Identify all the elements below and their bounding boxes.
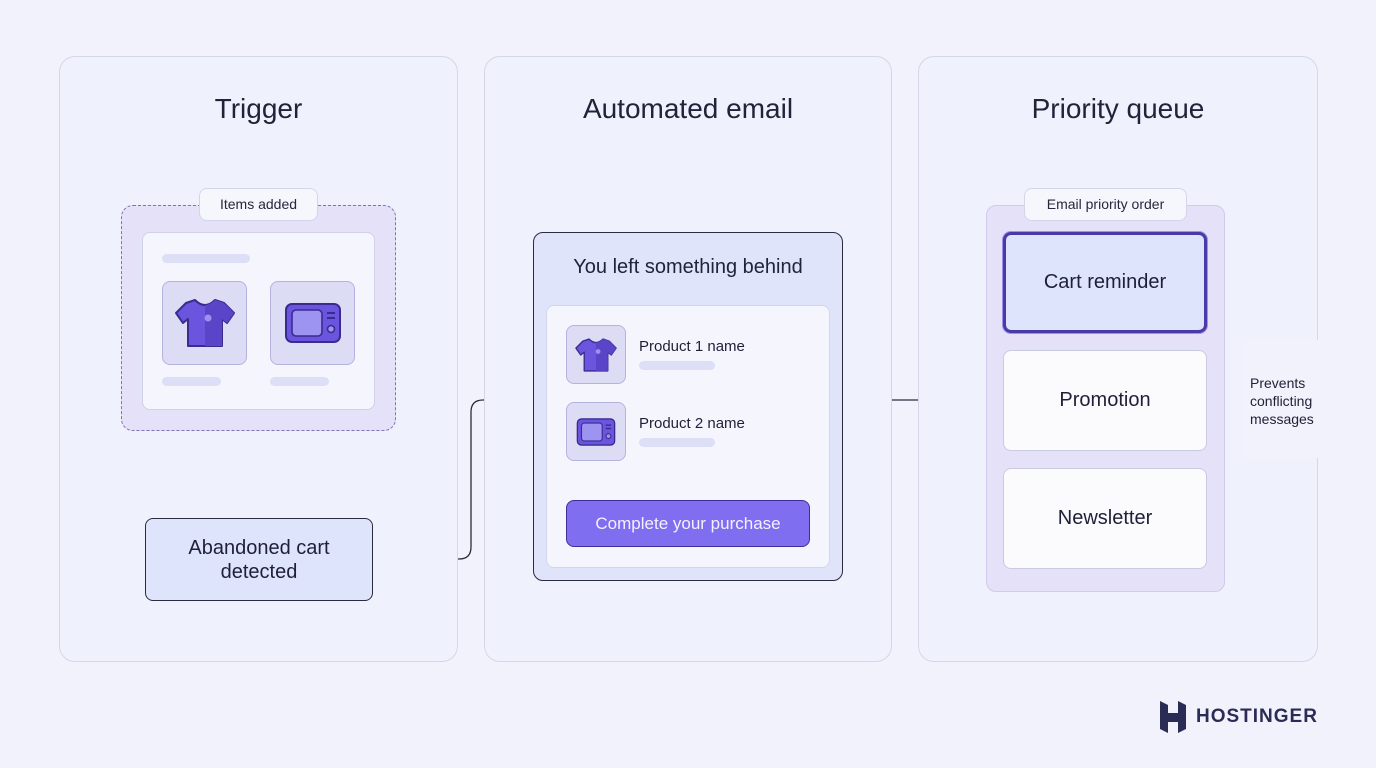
email-header: You left something behind	[573, 256, 803, 278]
tshirt-icon	[174, 299, 235, 347]
trigger-title: Trigger	[214, 93, 303, 124]
email-product1-name: Product 1 name	[639, 338, 745, 355]
queue-title: Priority queue	[1031, 93, 1205, 124]
tshirt-icon	[575, 337, 617, 372]
email-product1-thumb	[566, 325, 626, 384]
bracket-note-bg	[1244, 340, 1318, 458]
complete-purchase-button[interactable]: Complete your purchase	[566, 500, 810, 547]
microwave-icon	[284, 303, 341, 343]
email-product2-bar	[639, 438, 715, 447]
bracket-note: Prevents conflicting messages	[1250, 375, 1314, 427]
queue-item-cart-reminder: Cart reminder	[1003, 232, 1207, 333]
items-added-tag: Items added	[199, 188, 318, 221]
brand-logo: HOSTINGER	[1158, 700, 1318, 734]
queue-item-label: Promotion	[1059, 389, 1151, 411]
cart-item2-bar	[270, 377, 329, 386]
arrow-detected-to-email	[372, 394, 532, 560]
cart-item1-bar	[162, 377, 221, 386]
abandoned-cart-node: Abandoned cart detected	[145, 518, 373, 601]
cart-header-bar	[162, 254, 250, 263]
email-product2-name: Product 2 name	[639, 415, 745, 432]
brand-name: HOSTINGER	[1196, 706, 1318, 727]
queue-item-newsletter: Newsletter	[1003, 468, 1207, 569]
hostinger-logo-icon	[1160, 701, 1186, 733]
abandoned-cart-label: Abandoned cart detected	[188, 536, 330, 583]
email-product1-bar	[639, 361, 715, 370]
email-product2-thumb	[566, 402, 626, 461]
complete-purchase-label: Complete your purchase	[595, 513, 781, 533]
queue-item-label: Newsletter	[1057, 507, 1153, 529]
queue-item-promotion: Promotion	[1003, 350, 1207, 451]
email-priority-tag: Email priority order	[1024, 188, 1187, 221]
cart-thumb-tshirt	[162, 281, 247, 365]
cart-thumb-microwave	[270, 281, 355, 365]
queue-item-label: Cart reminder	[1043, 271, 1167, 293]
microwave-icon	[576, 417, 616, 446]
email-title: Automated email	[582, 93, 794, 124]
